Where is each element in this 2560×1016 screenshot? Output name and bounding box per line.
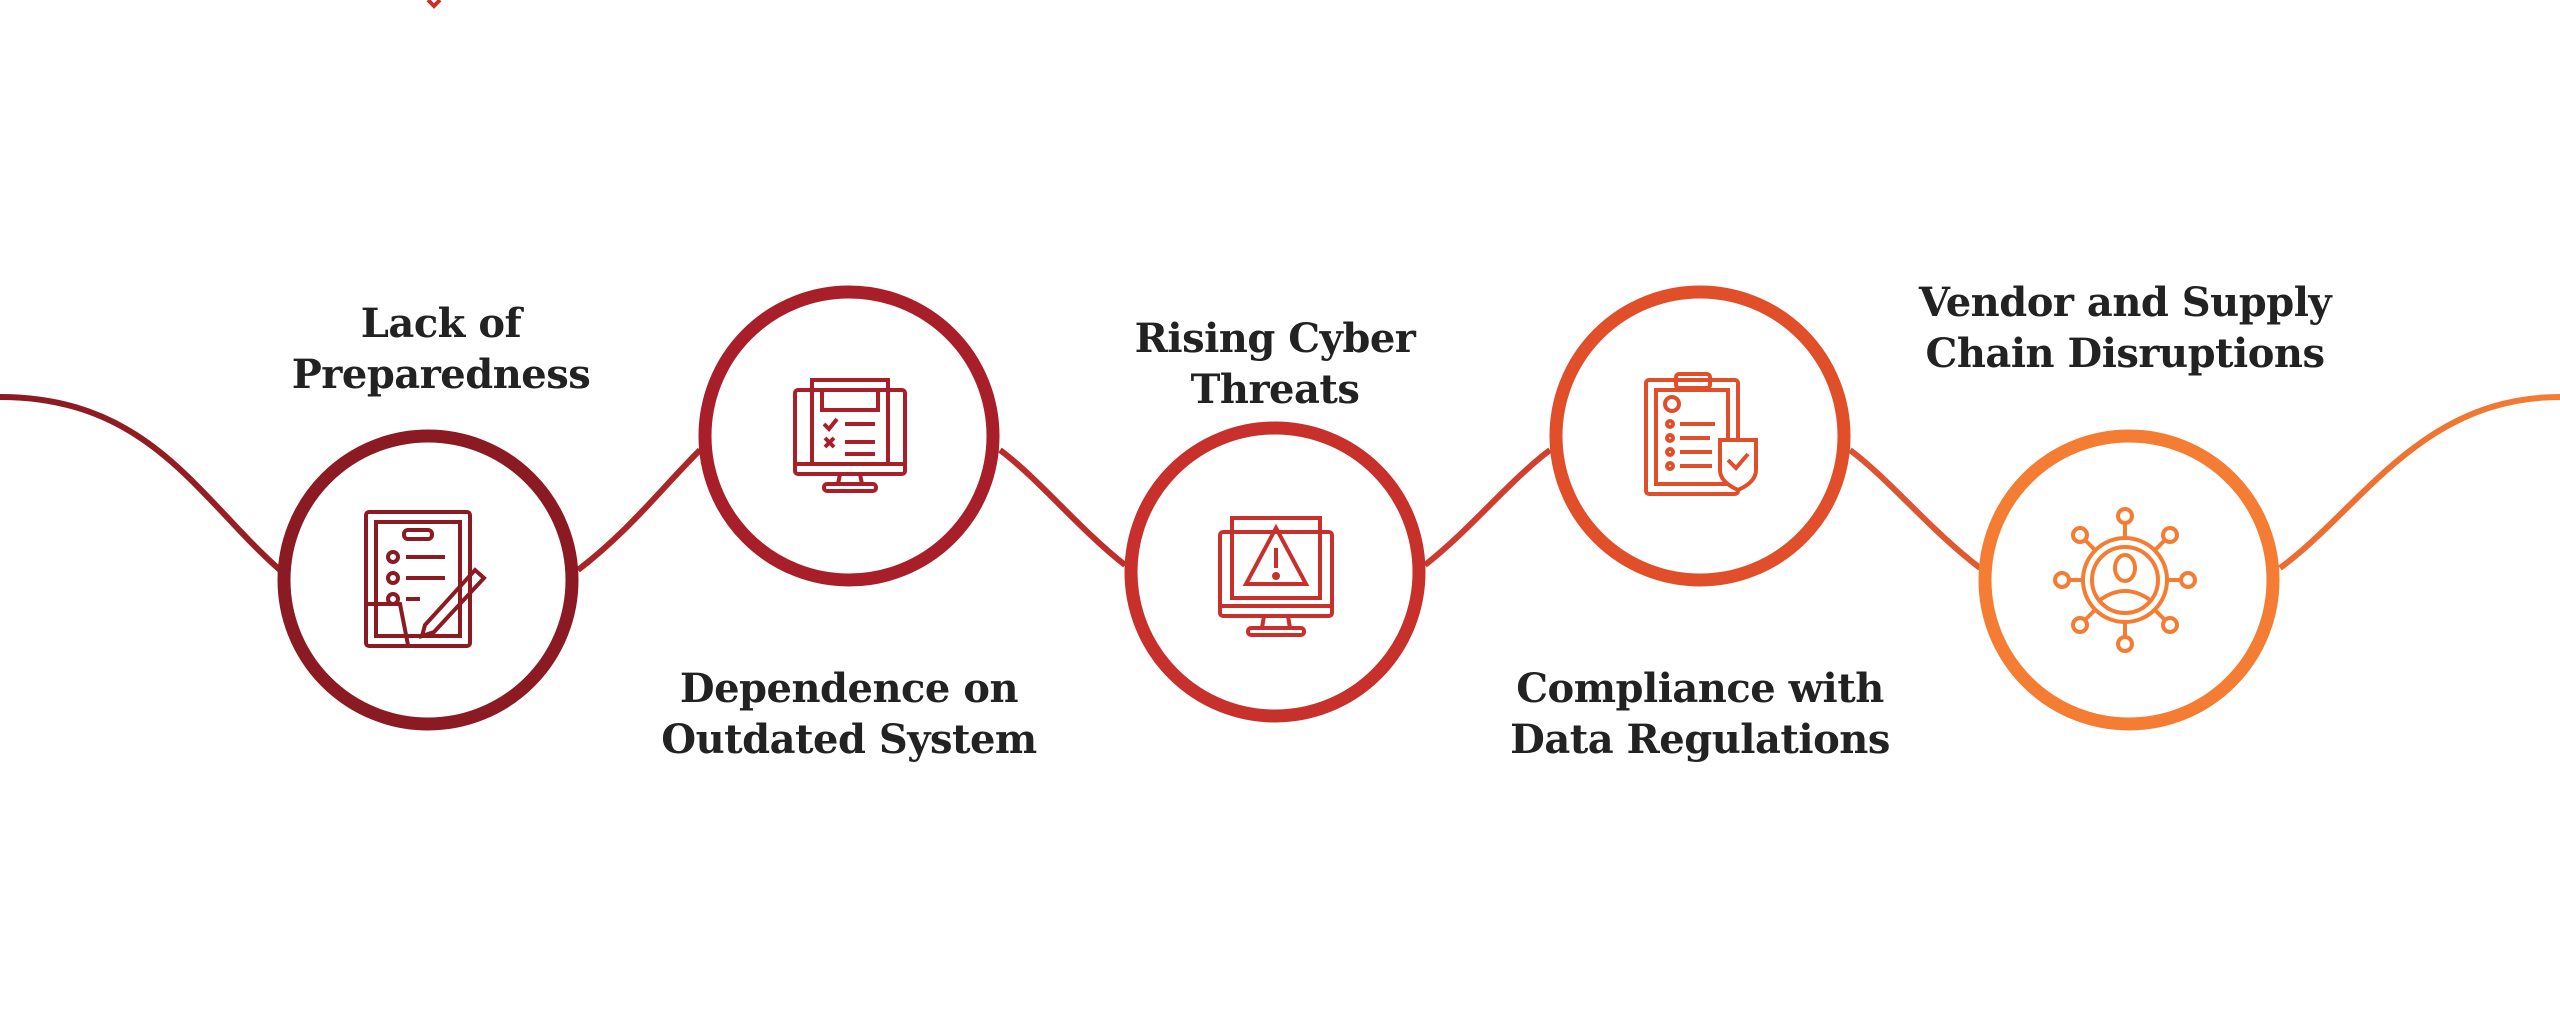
step-1-line-2: Preparedness <box>291 351 591 398</box>
step-circle-3 <box>1124 421 1426 723</box>
step-4-line-2: Data Regulations <box>1510 716 1890 763</box>
step-3-line-2: Threats <box>1190 366 1360 413</box>
step-2-line-1: Dependence on <box>679 665 1019 712</box>
step-1-line-1: Lack of <box>360 300 522 347</box>
step-3-line-1: Rising Cyber <box>1134 315 1416 362</box>
step-5-line-2: Chain Disruptions <box>1925 330 2325 377</box>
step-label-2: Dependence on Outdated System <box>589 663 1109 765</box>
step-5-line-1: Vendor and Supply <box>1918 279 2332 326</box>
computer-checklist-icon <box>793 378 907 493</box>
user-network-icon <box>2053 507 2197 653</box>
step-circle-2 <box>698 285 1000 587</box>
step-label-4: Compliance with Data Regulations <box>1440 663 1960 765</box>
checklist-pen-icon <box>364 510 487 648</box>
computer-warning-icon <box>1218 516 1334 637</box>
step-label-1: Lack of Preparedness <box>181 298 701 400</box>
step-4-line-1: Compliance with <box>1516 665 1884 712</box>
clipboard-shield-icon <box>1644 372 1758 496</box>
step-label-5: Vendor and Supply Chain Disruptions <box>1865 277 2385 379</box>
step-label-3: Rising Cyber Threats <box>1015 313 1535 415</box>
connector-wave <box>0 394 2560 573</box>
step-2-line-2: Outdated System <box>661 716 1037 763</box>
top-red-mark <box>426 0 442 9</box>
